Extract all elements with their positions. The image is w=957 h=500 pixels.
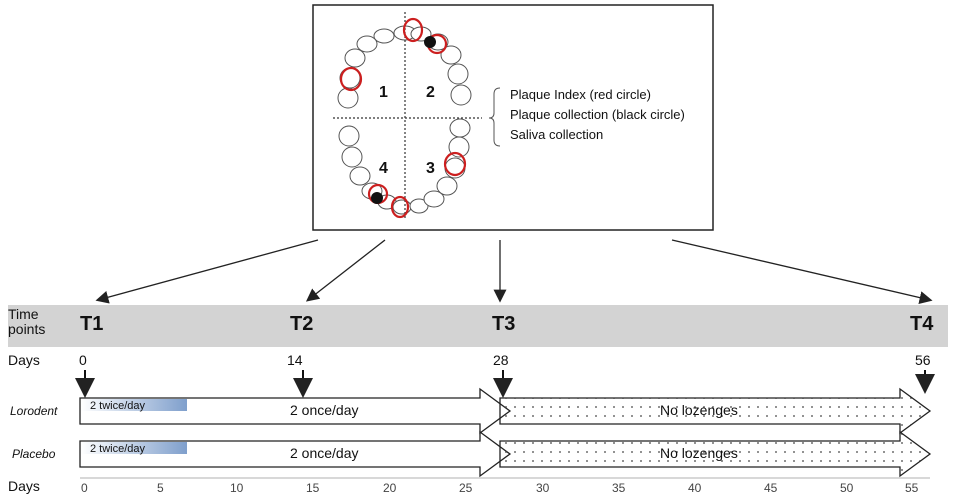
day-0: 0 <box>79 352 87 368</box>
axis-tick: 55 <box>905 481 919 495</box>
quadrant-4-label: 4 <box>379 160 388 177</box>
plaque-index-markers <box>339 17 467 219</box>
time-points-band <box>8 305 948 347</box>
placebo-bar <box>79 430 932 478</box>
day-28: 28 <box>493 352 509 368</box>
placebo-no-lozenges: No lozenges <box>660 445 738 461</box>
placebo-dose-phase1: 2 twice/day <box>90 443 146 455</box>
days-axis-label: Days <box>8 478 40 494</box>
legend-plaque-collection: Plaque collection (black circle) <box>510 107 685 122</box>
time-point-t4: T4 <box>910 313 934 335</box>
plaque-collection-markers <box>371 36 436 204</box>
dental-arch <box>337 25 472 215</box>
lorodent-bar <box>79 387 932 435</box>
axis-tick: 40 <box>688 481 702 495</box>
axis-tick: 45 <box>764 481 778 495</box>
axis-tick: 15 <box>306 481 320 495</box>
legend-plaque-index: Plaque Index (red circle) <box>510 87 651 102</box>
legend-saliva-collection: Saliva collection <box>510 127 604 142</box>
axis-tick: 50 <box>840 481 854 495</box>
axis-tick: 5 <box>157 481 164 495</box>
time-point-t3: T3 <box>492 313 516 335</box>
time-points-label: Time points <box>8 306 46 337</box>
lorodent-dose-phase1: 2 twice/day <box>90 400 146 412</box>
quadrant-2-label: 2 <box>426 84 435 101</box>
group-lorodent-label: Lorodent <box>10 404 58 418</box>
days-label: Days <box>8 352 40 368</box>
lorodent-no-lozenges: No lozenges <box>660 402 738 418</box>
axis-tick: 0 <box>81 481 88 495</box>
axis-tick: 20 <box>383 481 397 495</box>
axis-tick: 35 <box>612 481 626 495</box>
axis-tick: 25 <box>459 481 473 495</box>
connector-arrows <box>95 239 933 304</box>
lorodent-dose-phase2: 2 once/day <box>290 402 359 418</box>
time-point-t1: T1 <box>80 313 104 335</box>
axis-tick: 10 <box>230 481 244 495</box>
time-point-t2: T2 <box>290 313 314 335</box>
quadrant-1-label: 1 <box>379 84 388 101</box>
group-placebo-label: Placebo <box>12 447 56 461</box>
placebo-dose-phase2: 2 once/day <box>290 445 359 461</box>
day-arrows <box>75 370 935 398</box>
day-56: 56 <box>915 352 931 368</box>
legend-brace <box>488 87 501 147</box>
quadrant-3-label: 3 <box>426 160 435 177</box>
day-14: 14 <box>287 352 303 368</box>
axis-tick: 30 <box>536 481 550 495</box>
